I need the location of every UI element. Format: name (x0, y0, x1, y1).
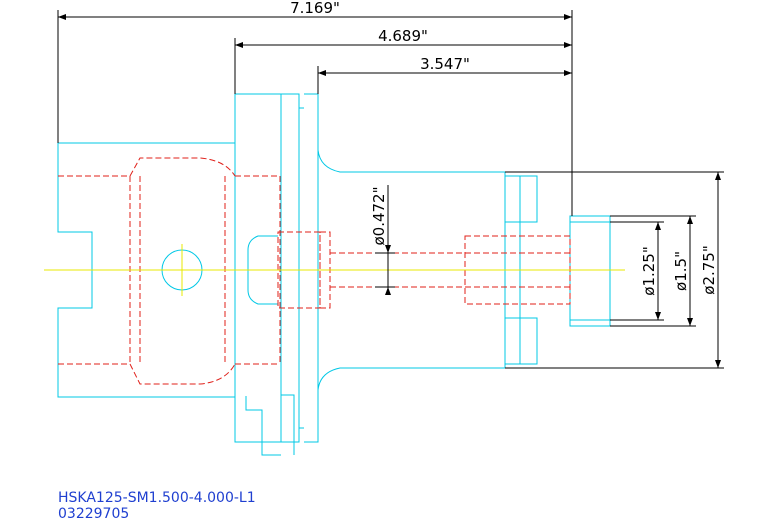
dimension-labels: 7.169" 4.689" 3.547" ø0.472" ø1.25" ø1.5… (290, 0, 718, 296)
dia-large-label: ø2.75" (700, 245, 718, 294)
center-line (44, 244, 625, 296)
bore-diameter-label: ø0.472" (370, 186, 388, 245)
dia-mid-label: ø1.5" (672, 251, 690, 291)
body-length-label: 3.547" (420, 55, 470, 73)
dimension-lines (57, 10, 724, 369)
dia-small-label: ø1.25" (640, 246, 658, 295)
tool-holder-outline (57, 93, 611, 456)
dimension-arrows (58, 14, 721, 368)
item-code: 03229705 (58, 506, 130, 522)
hidden-lines (58, 157, 571, 385)
part-number: HSKA125-SM1.500-4.000-L1 (58, 490, 256, 506)
title-block: HSKA125-SM1.500-4.000-L1 03229705 (58, 490, 256, 522)
flange-to-end-label: 4.689" (378, 27, 428, 45)
overall-length-label: 7.169" (290, 0, 340, 17)
